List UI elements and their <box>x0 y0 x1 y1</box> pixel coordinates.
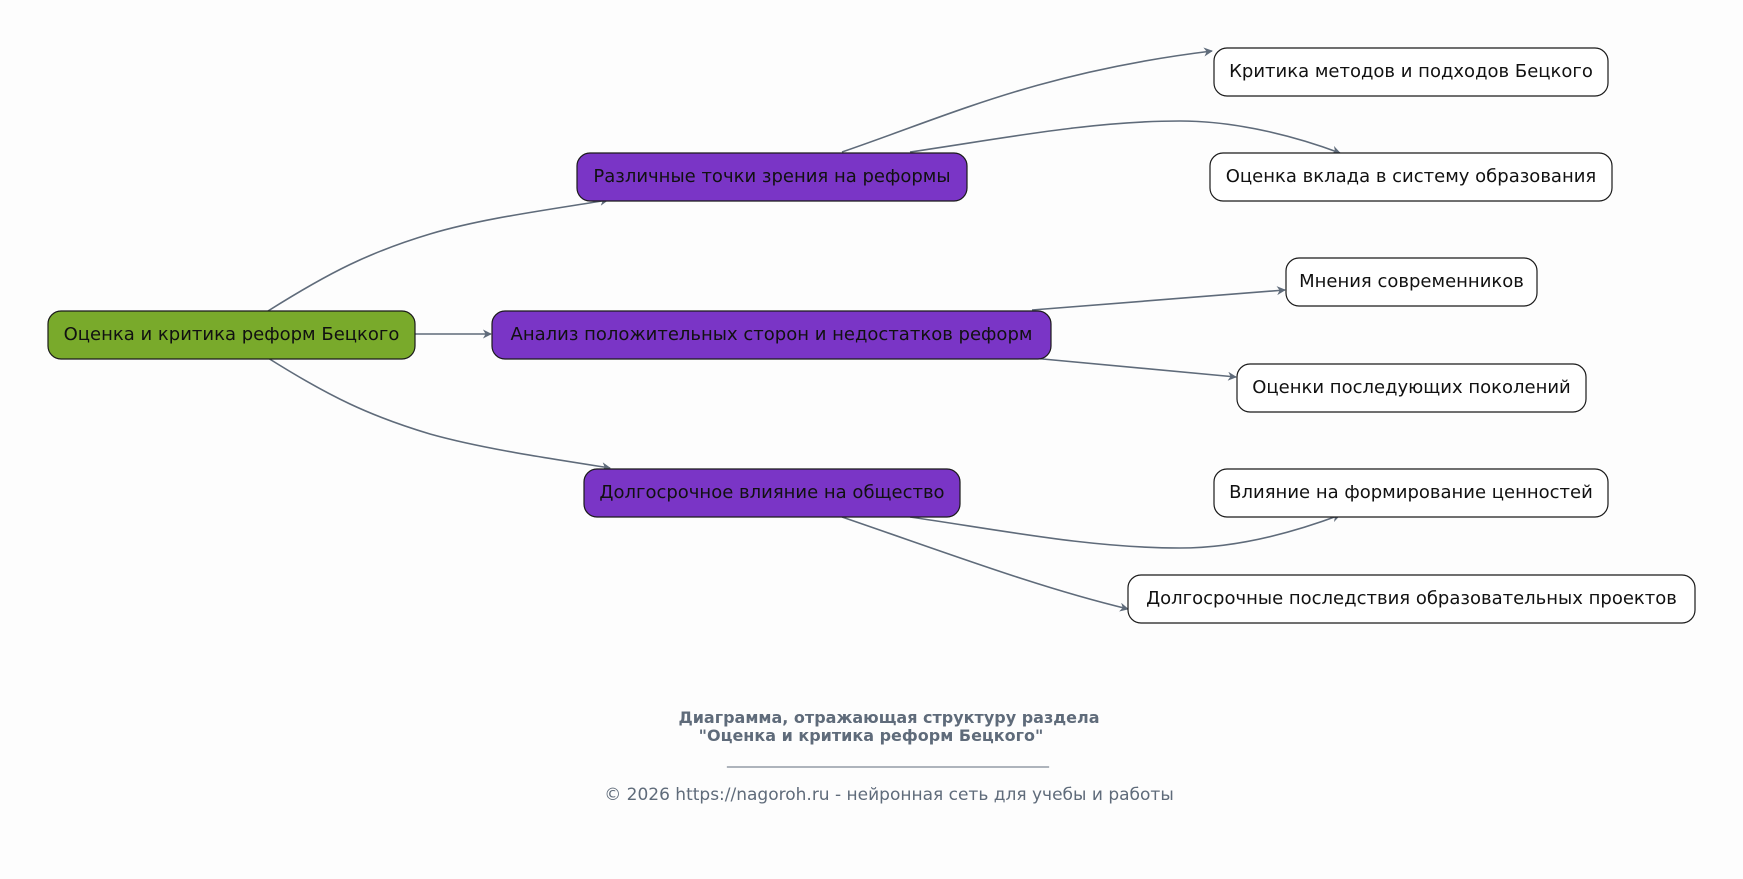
leaf-node-2-2-box <box>1236 363 1587 413</box>
edge-branch-3-to-leaf-1 <box>909 513 1341 549</box>
edge-branch-2-to-leaf-2 <box>1031 357 1237 381</box>
leaf-node-2-2: Оценки последующих поколений <box>1236 363 1587 413</box>
edge-branch-1-to-leaf-2 <box>909 120 1341 155</box>
edges <box>267 47 1341 612</box>
edge-branch-1-to-leaf-1 <box>841 47 1213 153</box>
leaf-node-1-1-label: Критика методов и подходов Бецкого <box>1229 61 1593 82</box>
branch-node-1-box <box>576 152 968 202</box>
leaf-node-1-1: Критика методов и подходов Бецкого <box>1213 47 1609 97</box>
branch-node-1: Различные точки зрения на реформы <box>576 152 968 202</box>
edge-branch-3-to-leaf-2 <box>841 516 1129 612</box>
leaf-node-2-1-label: Мнения современников <box>1299 271 1524 292</box>
branch-node-2-label: Анализ положительных сторон и недостатко… <box>511 324 1033 345</box>
edge-branch-2-to-leaf-1 <box>1031 286 1286 311</box>
branch-node-3: Долгосрочное влияние на общество <box>583 468 961 518</box>
edge-root-to-branch-3 <box>267 357 611 472</box>
leaf-node-1-2: Оценка вклада в систему образования <box>1209 152 1613 202</box>
leaf-node-3-1: Влияние на формирование ценностей <box>1213 468 1609 518</box>
branch-node-3-label: Долгосрочное влияние на общество <box>599 482 944 503</box>
leaf-node-1-2-box <box>1209 152 1613 202</box>
leaf-node-1-2-label: Оценка вклада в систему образования <box>1226 166 1597 187</box>
diagram-caption-divider: ________________________________________… <box>726 752 1050 768</box>
leaf-node-2-1: Мнения современников <box>1285 257 1538 307</box>
leaf-node-3-1-box <box>1213 468 1609 518</box>
root-node: Оценка и критика реформ Бецкого <box>47 310 416 360</box>
footer-copyright: © 2026 https://nagoroh.ru - нейронная се… <box>604 785 1174 805</box>
root-node-label: Оценка и критика реформ Бецкого <box>64 324 400 345</box>
diagram-caption-line-2: "Оценка и критика реформ Бецкого" <box>699 726 1044 745</box>
leaf-node-1-1-box <box>1213 47 1609 97</box>
diagram-caption-line-1: Диаграмма, отражающая структуру раздела <box>678 708 1099 727</box>
branch-node-3-box <box>583 468 961 518</box>
branch-node-2: Анализ положительных сторон и недостатко… <box>491 310 1052 360</box>
leaf-node-3-1-label: Влияние на формирование ценностей <box>1229 482 1593 503</box>
root-node-box <box>47 310 416 360</box>
leaf-node-3-2-box <box>1127 574 1696 624</box>
leaf-node-2-2-label: Оценки последующих поколений <box>1252 377 1571 398</box>
leaf-node-3-2: Долгосрочные последствия образовательных… <box>1127 574 1696 624</box>
leaf-node-3-2-label: Долгосрочные последствия образовательных… <box>1146 588 1677 609</box>
branch-node-1-label: Различные точки зрения на реформы <box>593 166 950 187</box>
branch-node-2-box <box>491 310 1052 360</box>
edge-root-to-branch-1 <box>267 196 609 312</box>
leaf-node-2-1-box <box>1285 257 1538 307</box>
